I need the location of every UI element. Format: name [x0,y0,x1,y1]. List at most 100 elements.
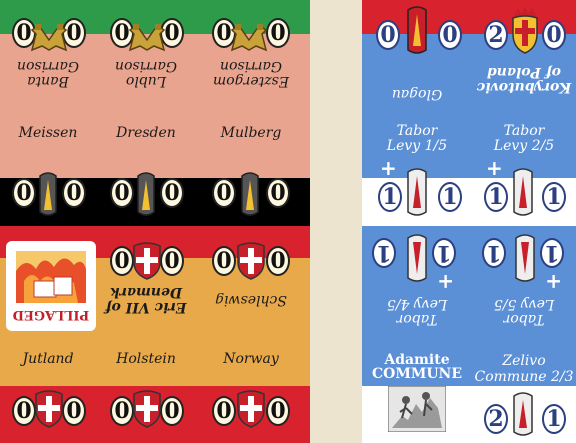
shield-icon [133,242,161,280]
value-right: 0 [266,396,290,426]
stripe-salmon [0,34,310,178]
value-right: 1 [542,182,566,212]
town-label-mulberg: Mulberg [220,125,282,141]
value-left: 0 [12,396,36,426]
value-right: 0 [160,178,184,208]
pillaged-card[interactable]: PILLAGED [6,241,96,331]
counter-lublo-garrison[interactable]: 0 0 Lublo Garrison [96,14,196,104]
value-right: 1 [372,238,396,268]
shield-icon [35,390,63,428]
counter-meissen[interactable]: 0 0 [0,168,96,218]
plus-sign: + [545,270,562,294]
stripe-blue-2 [362,226,576,310]
value-right: 0 [160,396,184,426]
banner-icon [407,234,427,282]
counter-banta-garrison[interactable]: 0 0 Banta Garrison [0,14,96,104]
value-left: 2 [484,20,508,50]
leader-label-korybutovic: Korybutovic of Poland [476,64,572,95]
counter-schleswig[interactable]: 0 0 Schleswig [196,240,306,340]
value-left: 0 [212,396,236,426]
garrison-label: Esztergom Garrison [212,58,290,89]
value-right: 1 [482,238,506,268]
counter-esztergom-garrison[interactable]: 0 0 Esztergom Garrison [196,14,306,104]
value-right: 0 [266,246,290,276]
levy-label-5: Tabor Levy 5/5 [493,296,555,327]
shield-icon [237,242,265,280]
value-right: 1 [438,182,462,212]
castle-icon [30,24,68,52]
plus-sign: + [486,156,503,180]
crowned-shield-icon [512,6,538,54]
counter-glogau[interactable]: 0 0 Glogau [362,4,472,114]
banner-icon [407,168,427,216]
counter-tabor-levy-1[interactable]: + 1 1 [362,158,472,220]
plus-sign: + [380,156,397,180]
counter-tabor-levy-5[interactable]: + 1 1 [472,230,576,294]
castle-icon [230,24,268,52]
levy-label-1: Tabor Levy 1/5 [386,123,448,154]
banner-icon [241,172,259,216]
plus-sign: + [488,386,505,410]
value-right: 0 [62,18,86,48]
value-left: 1 [432,238,456,268]
zelivo-title: Zelivo [502,353,546,369]
value-right: 0 [438,20,462,50]
castle-icon [128,24,166,52]
counter-mulberg[interactable]: 0 0 [196,168,306,218]
shield-icon [133,390,161,428]
counter-tabor-levy-4[interactable]: + 1 1 [362,230,472,294]
value-left: 0 [110,246,134,276]
value-right: 0 [266,178,290,208]
stripe-blue-3 [362,310,576,386]
counter-tabor-levy-2[interactable]: + 1 1 [472,158,576,220]
counter-dresden[interactable]: 0 0 [96,168,196,218]
levy-label-4: Tabor Levy 4/5 [386,296,448,327]
value-left: 1 [378,182,402,212]
adamite-title: Adamite [384,352,450,368]
garrison-label: Banta Garrison [16,58,80,89]
value-right: 0 [266,18,290,48]
value-right: 0 [62,396,86,426]
value-left: 1 [484,182,508,212]
value-left: 0 [376,20,400,50]
town-label-jutland: Jutland [22,351,74,367]
banner-icon [513,392,533,436]
counter-eric-vii[interactable]: 0 0 Eric VII of Denmark [96,240,196,340]
counter-jutland[interactable]: 0 0 [0,388,96,436]
banner-icon [137,172,155,216]
value-right: 0 [160,18,184,48]
town-label-schleswig: Schleswig [215,292,287,308]
engraving-image [388,386,446,432]
town-label-holstein: Holstein [116,351,176,367]
levy-label-2: Tabor Levy 2/5 [493,123,555,154]
value-right: 0 [542,20,566,50]
value-left: 0 [110,178,134,208]
zelivo-subtitle: Commune 2/3 [474,369,574,385]
value-left: 0 [212,178,236,208]
value-right: 1 [542,404,566,434]
counter-norway[interactable]: 0 0 [196,388,306,436]
plus-sign: + [437,270,454,294]
value-left: 2 [484,404,508,434]
town-label-dresden: Dresden [116,125,176,141]
burning-town-icon [16,251,86,303]
town-label-norway: Norway [223,351,279,367]
stripe-blue-1 [362,34,576,178]
counter-korybutovic[interactable]: 2 0 Korybutovic of Poland [472,4,576,114]
shield-icon [237,390,265,428]
counter-adamite-commune[interactable]: Adamite COMMUNE [362,346,472,438]
banner-icon [39,172,57,216]
town-label-meissen: Meissen [18,125,78,141]
adamite-subtitle: COMMUNE [371,366,462,382]
value-left: 0 [110,396,134,426]
banner-icon [515,234,535,282]
value-left: 0 [212,246,236,276]
counter-holstein[interactable]: 0 0 [96,388,196,436]
town-label-glogau: Glogau [391,86,443,102]
counter-zelivo-commune[interactable]: Zelivo Commune 2/3 + 2 1 [472,346,576,438]
value-left: 1 [540,238,564,268]
banner-icon [513,168,533,216]
garrison-label: Lublo Garrison [114,58,178,89]
value-right: 0 [160,246,184,276]
